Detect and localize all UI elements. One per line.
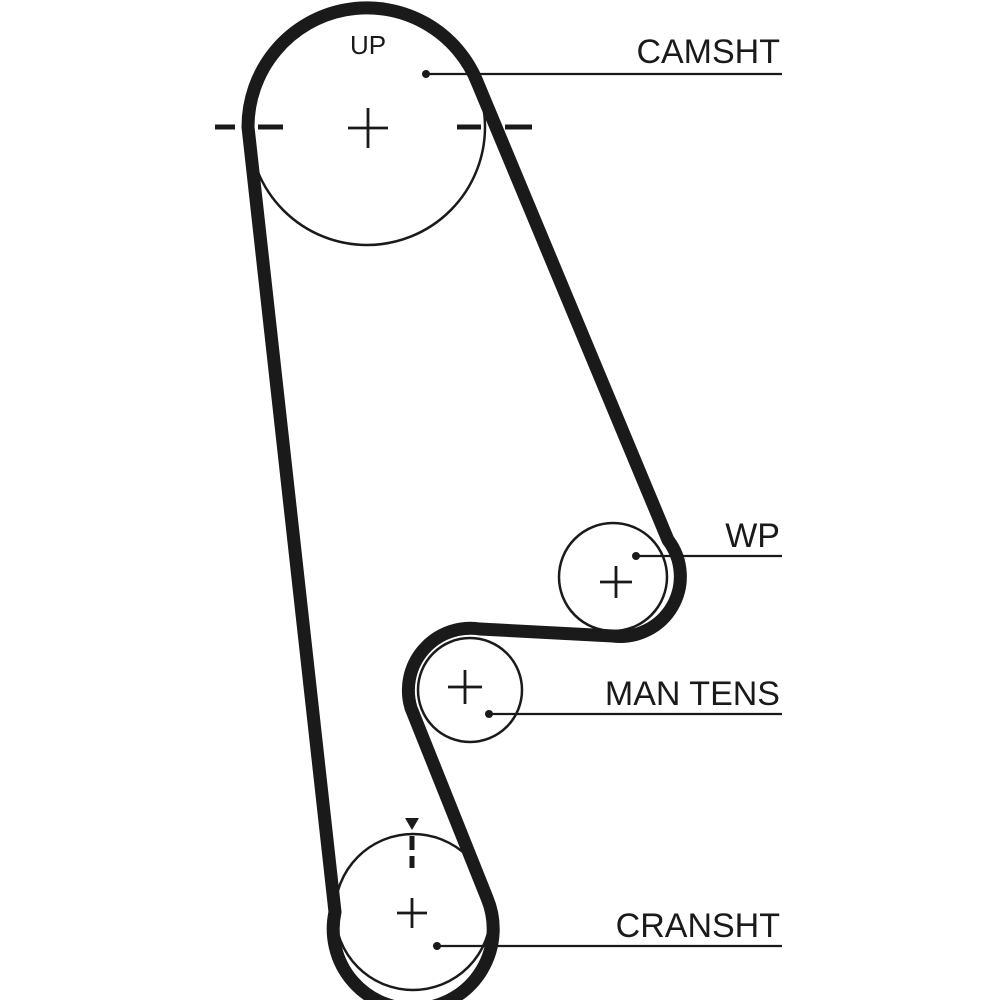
camshaft-leader — [422, 70, 782, 78]
crankshaft-leader — [433, 942, 782, 950]
crankshaft-center-cross — [397, 898, 427, 928]
manual-tensioner-label: MAN TENS — [605, 675, 780, 713]
manual-tensioner-leader — [485, 710, 782, 718]
crankshaft-label: CRANSHT — [616, 907, 780, 945]
water-pump-leader — [632, 552, 782, 560]
crankshaft-timing-mark — [405, 818, 419, 868]
camshaft-center-cross — [348, 108, 388, 148]
manual-tensioner-pulley — [416, 636, 524, 744]
water-pump-label: WP — [725, 517, 780, 555]
water-pump-center-cross — [600, 566, 632, 598]
timing-belt — [241, 1, 687, 1000]
up-marker-label: UP — [350, 30, 386, 60]
water-pump-pulley — [557, 521, 669, 633]
manual-tensioner-center-cross — [448, 670, 482, 704]
camshaft-label: CAMSHT — [636, 33, 780, 71]
